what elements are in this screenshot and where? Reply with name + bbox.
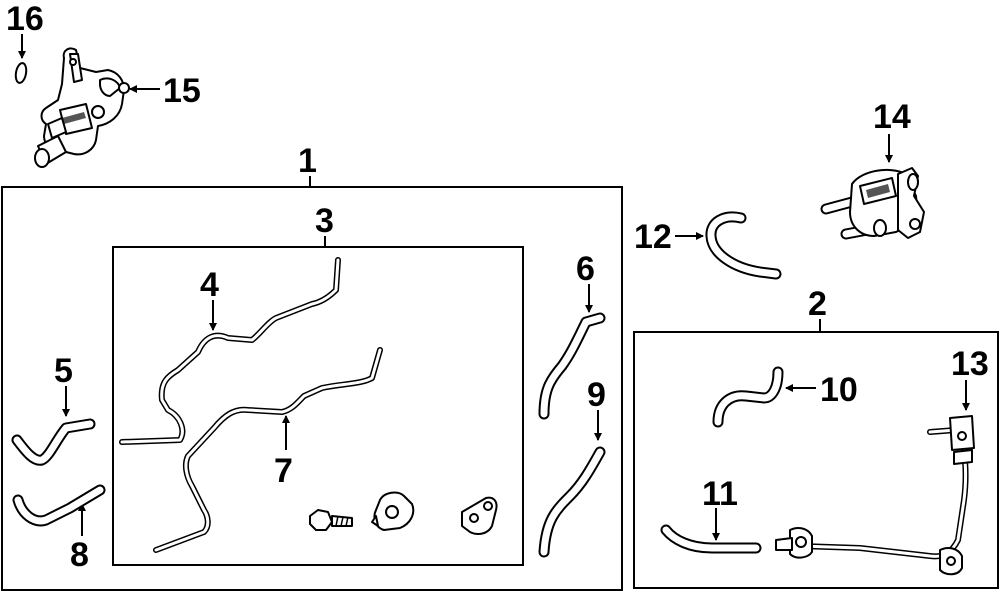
hose-11-part[interactable] (660, 524, 762, 554)
bracket-part[interactable] (461, 496, 498, 535)
hose-6-part[interactable] (538, 312, 606, 420)
hose-9-part[interactable] (538, 446, 606, 558)
callout-1[interactable]: 1 (298, 142, 317, 180)
clamp-part[interactable] (371, 491, 415, 531)
callout-12[interactable]: 12 (634, 218, 672, 256)
group-frame-3 (112, 246, 524, 566)
callout-10[interactable]: 10 (820, 371, 858, 409)
pipe-assembly-13-part[interactable] (775, 415, 975, 576)
callout-14[interactable]: 14 (873, 98, 911, 136)
callout-11[interactable]: 11 (702, 475, 738, 513)
heater-pipe-7-part[interactable] (153, 347, 383, 553)
hose-5-part[interactable] (11, 418, 96, 466)
bolt-part[interactable] (309, 509, 353, 531)
heater-pipe-4-part[interactable] (119, 257, 341, 445)
water-outlet-part[interactable] (34, 47, 130, 168)
group-frame-2 (633, 331, 999, 589)
callout-5[interactable]: 5 (54, 352, 73, 390)
group-frame-1 (1, 186, 623, 591)
callout-8[interactable]: 8 (70, 536, 89, 574)
hose-8-part[interactable] (12, 484, 106, 527)
callout-3[interactable]: 3 (315, 202, 334, 240)
hose-12-part[interactable] (705, 211, 782, 280)
water-valve-part[interactable] (820, 167, 925, 240)
callout-13[interactable]: 13 (951, 345, 989, 383)
callout-15[interactable]: 15 (163, 72, 201, 110)
o-ring-part[interactable] (14, 62, 28, 84)
hose-10-part[interactable] (712, 366, 784, 428)
callout-2[interactable]: 2 (808, 285, 827, 323)
callout-4[interactable]: 4 (200, 266, 219, 304)
callout-16[interactable]: 16 (6, 0, 44, 38)
callout-9[interactable]: 9 (587, 376, 606, 414)
callout-6[interactable]: 6 (576, 250, 595, 288)
callout-7[interactable]: 7 (274, 452, 293, 490)
